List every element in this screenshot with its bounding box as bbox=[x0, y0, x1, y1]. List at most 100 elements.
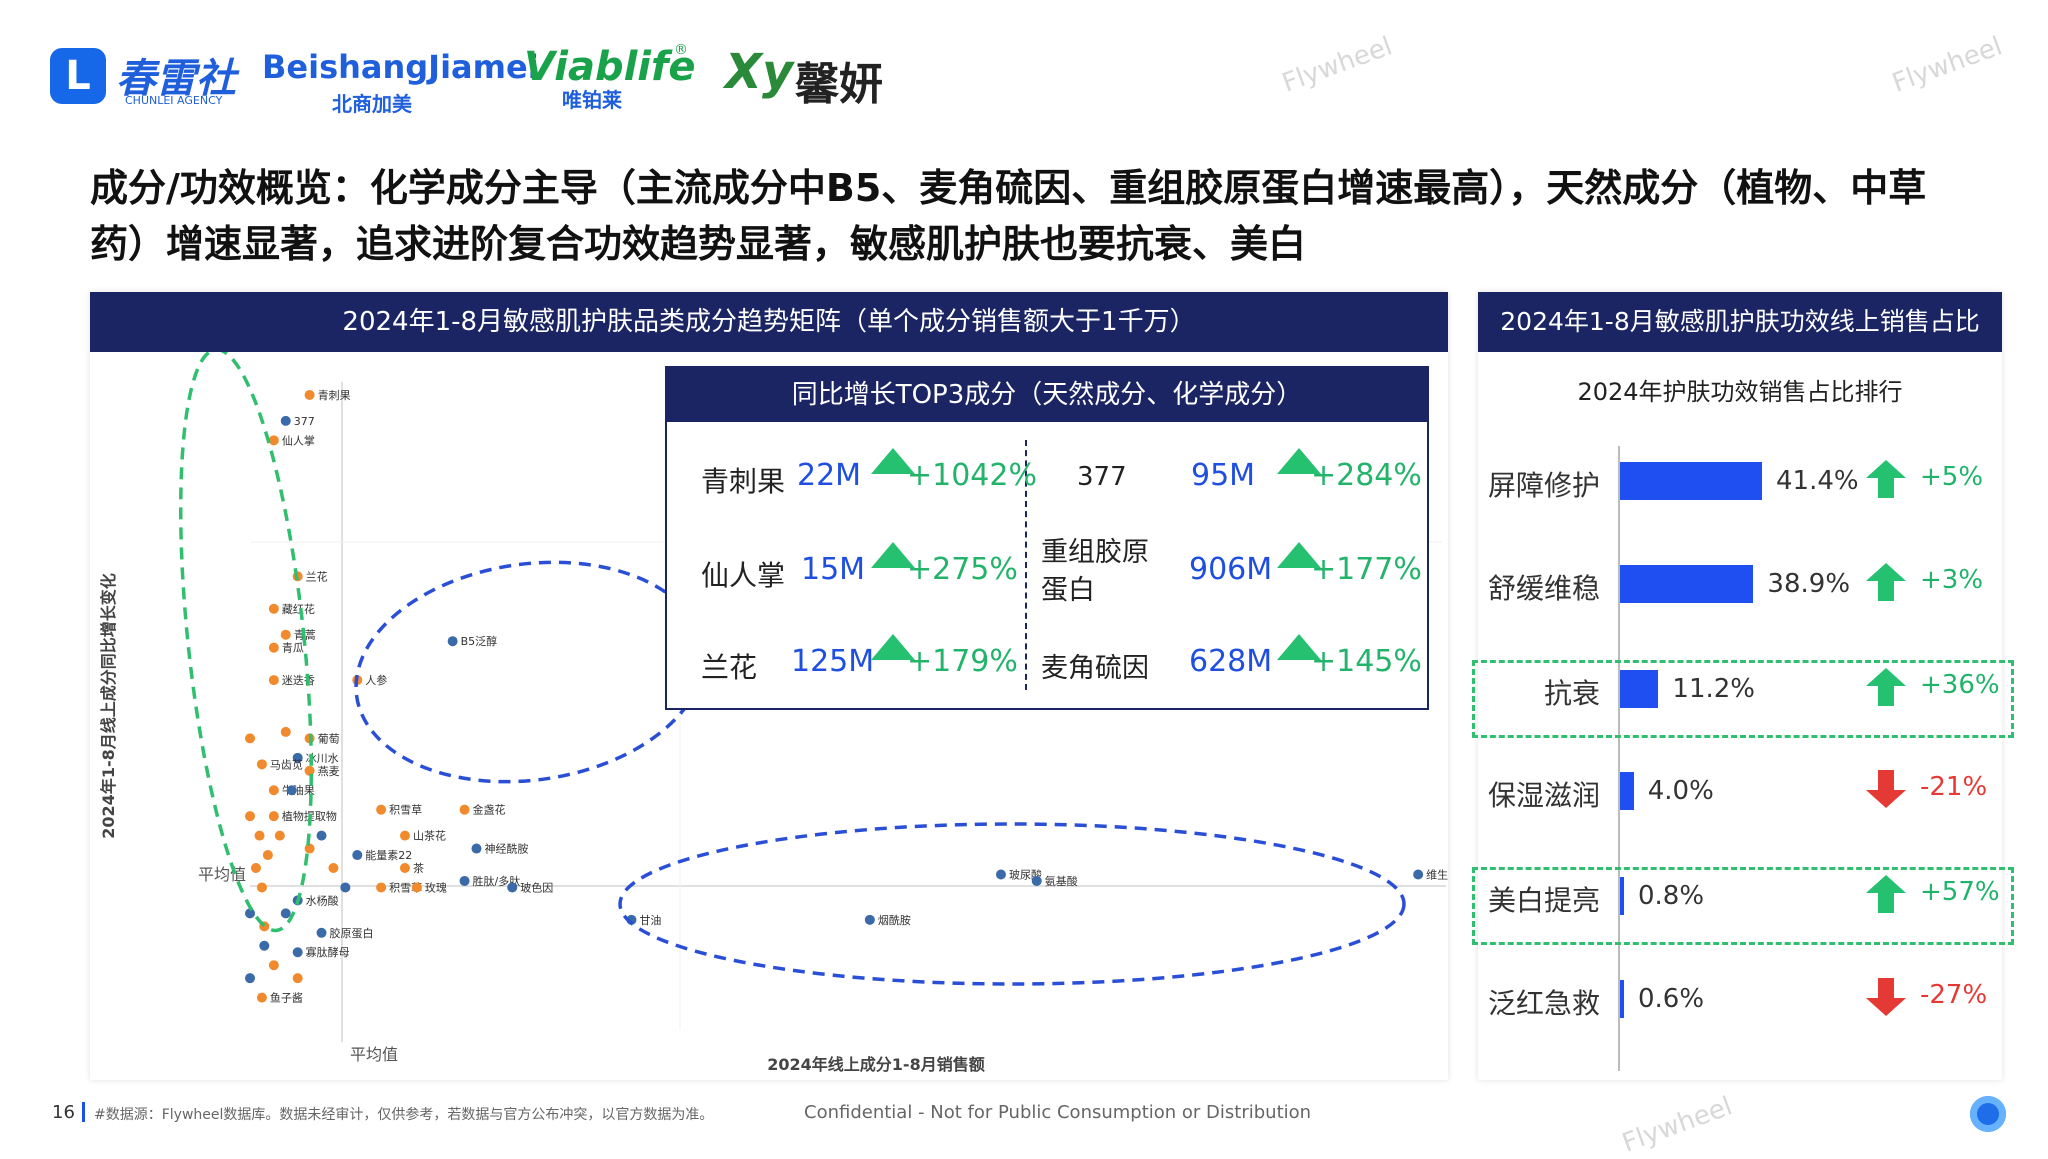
data-label: 山茶花 bbox=[413, 830, 446, 843]
page-number: 16 bbox=[52, 1102, 75, 1123]
data-point bbox=[268, 960, 279, 971]
data-point bbox=[292, 973, 303, 984]
data-point bbox=[245, 733, 255, 744]
data-point bbox=[459, 875, 470, 886]
data-point bbox=[268, 642, 279, 653]
arrow-up-icon bbox=[1277, 634, 1321, 660]
data-point bbox=[250, 863, 261, 873]
natural-ingredients-highlight bbox=[178, 352, 314, 933]
data-point bbox=[399, 863, 410, 873]
chunlei-logo-sub: CHUNLEI AGENCY bbox=[125, 94, 223, 107]
data-label: 人参 bbox=[365, 673, 387, 687]
efficacy-bar bbox=[1620, 670, 1659, 708]
arrow-up-icon bbox=[871, 542, 915, 568]
data-point bbox=[316, 830, 327, 841]
data-label: 青瓜 bbox=[282, 642, 304, 655]
top3-natural-sales: 15M bbox=[801, 552, 866, 587]
efficacy-yoy-change: +5% bbox=[1920, 462, 1984, 492]
data-point bbox=[304, 843, 315, 854]
efficacy-label: 泛红急救 bbox=[1487, 987, 1600, 1020]
data-point bbox=[304, 765, 315, 776]
data-point bbox=[268, 811, 279, 822]
data-point bbox=[411, 882, 422, 893]
efficacy-bar bbox=[1620, 565, 1754, 603]
data-point bbox=[1031, 875, 1042, 886]
xinyan-logo-name: 馨妍 bbox=[795, 59, 883, 110]
efficacy-yoy-change: +57% bbox=[1920, 877, 2000, 907]
data-point bbox=[256, 992, 267, 1003]
top3-natural-growth: +179% bbox=[907, 644, 1018, 679]
data-source-note: #数据源：Flywheel数据库。数据未经审计，仅供参考，若数据与官方公布冲突，… bbox=[94, 1107, 714, 1123]
arrow-up-icon bbox=[1866, 668, 1906, 706]
data-label: 胶原蛋白 bbox=[330, 926, 374, 940]
efficacy-yoy-change: -27% bbox=[1920, 980, 1988, 1010]
data-label: B5泛醇 bbox=[461, 634, 498, 648]
footer-separator bbox=[82, 1102, 85, 1122]
flywheel-logo-icon bbox=[1970, 1096, 2006, 1132]
efficacy-bar bbox=[1620, 877, 1624, 915]
data-point bbox=[245, 908, 255, 919]
y-axis-label: 2024年1-8月线上成分同比增长变化 bbox=[99, 573, 118, 838]
beishang-logo-name: BeishangJiamei bbox=[262, 48, 539, 86]
x-axis-label: 2024年线上成分1-8月销售额 bbox=[767, 1055, 984, 1074]
efficacy-yoy-change: +36% bbox=[1920, 670, 2000, 700]
efficacy-bar bbox=[1620, 462, 1762, 500]
chemical-growth-highlight bbox=[354, 560, 706, 784]
ingredient-matrix-title: 2024年1-8月敏感肌护肤品类成分趋势矩阵（单个成分销售额大于1千万） bbox=[90, 292, 1448, 352]
data-label: 青刺果 bbox=[318, 389, 351, 402]
top3-natural-name: 仙人掌 bbox=[701, 559, 786, 592]
data-point bbox=[268, 603, 279, 614]
data-label: 燕麦 bbox=[318, 765, 340, 778]
chemical-scale-highlight bbox=[618, 822, 1406, 986]
data-point bbox=[280, 415, 291, 426]
data-point bbox=[507, 882, 518, 893]
highlight-box bbox=[1472, 867, 2014, 945]
data-label: 神经酰胺 bbox=[484, 842, 528, 856]
top3-natural-sales: 22M bbox=[797, 458, 862, 493]
x-average-label: 平均值 bbox=[350, 1045, 398, 1064]
arrow-down-icon bbox=[1866, 770, 1906, 808]
data-point bbox=[1413, 869, 1424, 880]
data-point bbox=[376, 804, 387, 815]
data-point bbox=[259, 940, 270, 951]
data-point bbox=[280, 726, 291, 737]
beishang-logo-sub: 北商加美 bbox=[332, 92, 412, 116]
data-point bbox=[399, 830, 410, 841]
top3-title: 同比增长TOP3成分（天然成分、化学成分） bbox=[667, 368, 1427, 422]
top3-natural-growth: +1042% bbox=[907, 458, 1037, 493]
top3-divider bbox=[1025, 440, 1027, 690]
efficacy-axis-line bbox=[1618, 446, 1620, 1071]
data-point bbox=[268, 675, 279, 686]
efficacy-chart-subtitle: 2024年护肤功效销售占比排行 bbox=[1577, 378, 1903, 406]
top3-chemical-growth: +145% bbox=[1311, 644, 1422, 679]
data-label: 甘油 bbox=[639, 913, 661, 927]
arrow-up-icon bbox=[1866, 460, 1906, 498]
efficacy-label: 屏障修护 bbox=[1487, 469, 1600, 502]
efficacy-value: 0.6% bbox=[1638, 984, 1705, 1014]
top3-chemical-name: 麦角硫因 bbox=[1041, 653, 1149, 684]
data-point bbox=[256, 882, 267, 893]
data-point bbox=[340, 882, 351, 893]
top3-chemical-sales: 628M bbox=[1189, 644, 1273, 679]
data-label: 金盏花 bbox=[473, 803, 506, 817]
data-label: 藏红花 bbox=[282, 603, 315, 616]
data-point bbox=[292, 947, 303, 958]
data-point bbox=[280, 908, 291, 919]
top3-natural-name: 青刺果 bbox=[701, 465, 786, 498]
viablife-logo-sub: 唯铂莱 bbox=[562, 88, 622, 112]
viablife-logo-mark: ® bbox=[674, 42, 688, 58]
top3-natural-growth: +275% bbox=[907, 552, 1018, 587]
efficacy-label: 舒缓维稳 bbox=[1487, 572, 1600, 605]
data-point bbox=[256, 759, 267, 770]
top3-chemical-sales: 95M bbox=[1191, 458, 1256, 493]
efficacy-value: 11.2% bbox=[1672, 674, 1756, 704]
data-point bbox=[245, 811, 255, 822]
arrow-up-icon bbox=[871, 448, 915, 474]
top3-chemical-name: 377 bbox=[1077, 462, 1127, 492]
data-label: 玻色因 bbox=[520, 880, 553, 894]
top3-growth-box: 同比增长TOP3成分（天然成分、化学成分） 青刺果 22M +1042% 仙人掌… bbox=[665, 366, 1429, 710]
confidential-note: Confidential - Not for Public Consumptio… bbox=[804, 1102, 1312, 1123]
watermark: Flywheel bbox=[1278, 31, 1397, 99]
data-point bbox=[280, 629, 291, 640]
xinyan-logo-mark: Xy bbox=[725, 44, 794, 100]
